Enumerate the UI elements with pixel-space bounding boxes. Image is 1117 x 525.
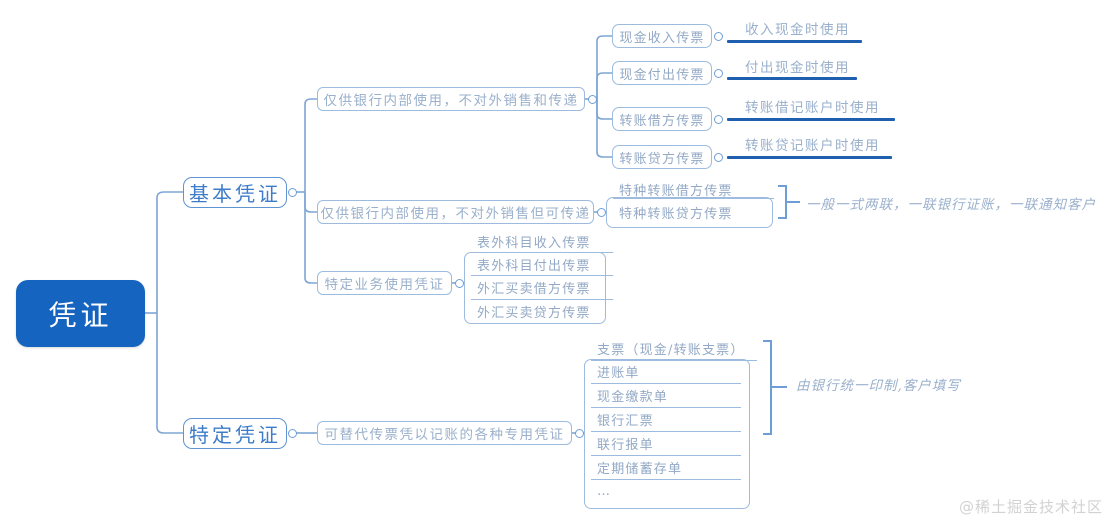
node-substitute-vouchers[interactable]: 可替代传票凭以记账的各种专用凭证 — [317, 421, 572, 445]
note-bar-transfer-debit — [727, 118, 895, 121]
node-label: 特定业务使用凭证 — [324, 277, 445, 293]
collapse-toggle-internal-transferable[interactable] — [597, 208, 606, 217]
collapse-toggle-substitute-vouchers[interactable] — [575, 429, 584, 438]
stack-special-business: 表外科目收入传票 表外科目付出传票 外汇买卖借方传票 外汇买卖贷方传票 — [464, 236, 613, 324]
leaf-transfer-credit[interactable]: 转账贷方传票 — [612, 145, 712, 169]
stack-item[interactable]: 进账单 — [591, 360, 741, 384]
stack-special-transfer: 特种转账借方传票 特种转账贷方传票 — [606, 184, 774, 228]
collapse-toggle-internal-no-transfer[interactable] — [588, 95, 597, 104]
note-transfer-credit: 转账贷记账户时使用 — [745, 138, 880, 154]
note-cash-in: 收入现金时使用 — [745, 22, 850, 38]
stack-item[interactable]: 联行报单 — [591, 432, 741, 456]
node-special-business[interactable]: 特定业务使用凭证 — [317, 271, 452, 295]
note-bar-transfer-credit — [727, 156, 892, 159]
stack-item[interactable]: 外汇买卖借方传票 — [471, 276, 613, 300]
collapse-toggle-cash-in[interactable] — [714, 32, 723, 41]
watermark: @稀土掘金技术社区 — [958, 498, 1103, 516]
leaf-label: 现金收入传票 — [619, 30, 705, 46]
stack-item[interactable]: … — [597, 484, 612, 499]
branch-node-specific[interactable]: 特定凭证 — [183, 418, 287, 449]
note-cash-out: 付出现金时使用 — [745, 60, 850, 76]
node-internal-no-transfer[interactable]: 仅供银行内部使用，不对外销售和传递 — [317, 87, 585, 111]
branch-node-basic[interactable]: 基本凭证 — [183, 177, 287, 208]
stack-item[interactable]: 定期储蓄存单 — [591, 456, 741, 480]
collapse-toggle-transfer-credit[interactable] — [714, 153, 723, 162]
note-transfer-debit: 转账借记账户时使用 — [745, 100, 880, 116]
root-node[interactable]: 凭证 — [16, 280, 145, 347]
stack-item[interactable]: 银行汇票 — [591, 408, 741, 432]
note-bar-cash-in — [727, 40, 862, 43]
stack-item[interactable]: 外汇买卖贷方传票 — [477, 306, 591, 321]
stack-item[interactable]: 表外科目收入传票 — [471, 231, 613, 253]
node-label: 可替代传票凭以记账的各种专用凭证 — [324, 427, 565, 443]
collapse-toggle-special-business[interactable] — [455, 279, 464, 288]
collapse-toggle-transfer-debit[interactable] — [714, 115, 723, 124]
stack-item[interactable]: 特种转账借方传票 — [613, 181, 774, 199]
collapse-toggle-basic[interactable] — [288, 188, 297, 197]
note-bank-printed: 由银行统一印制,客户填写 — [796, 378, 961, 394]
node-label: 仅供银行内部使用，不对外销售和传递 — [323, 93, 579, 109]
collapse-toggle-specific[interactable] — [288, 429, 297, 438]
branch-label-basic: 基本凭证 — [189, 182, 281, 206]
stack-item[interactable]: 特种转账贷方传票 — [619, 206, 733, 222]
collapse-toggle-cash-out[interactable] — [714, 69, 723, 78]
leaf-cash-in[interactable]: 现金收入传票 — [612, 24, 712, 48]
stack-item[interactable]: 支票（现金/转账支票） — [591, 336, 757, 361]
stack-item[interactable]: 表外科目付出传票 — [471, 253, 613, 276]
node-label: 仅供银行内部使用，不对外销售但可传递 — [320, 206, 591, 222]
note-bar-cash-out — [727, 77, 857, 80]
stack-item[interactable]: 现金缴款单 — [591, 384, 741, 408]
node-internal-transferable[interactable]: 仅供银行内部使用，不对外销售但可传递 — [317, 200, 594, 224]
leaf-label: 转账借方传票 — [619, 113, 705, 129]
branch-label-specific: 特定凭证 — [189, 423, 281, 447]
root-label: 凭证 — [48, 298, 113, 332]
note-special-transfer: 一般一式两联，一联银行证账，一联通知客户 — [806, 197, 1096, 213]
leaf-transfer-debit[interactable]: 转账借方传票 — [612, 107, 712, 131]
leaf-cash-out[interactable]: 现金付出传票 — [612, 61, 712, 85]
leaf-label: 转账贷方传票 — [619, 151, 705, 167]
stack-substitute-vouchers: 支票（现金/转账支票） 进账单 现金缴款单 银行汇票 联行报单 定期储蓄存单 … — [584, 343, 757, 509]
leaf-label: 现金付出传票 — [619, 67, 705, 83]
